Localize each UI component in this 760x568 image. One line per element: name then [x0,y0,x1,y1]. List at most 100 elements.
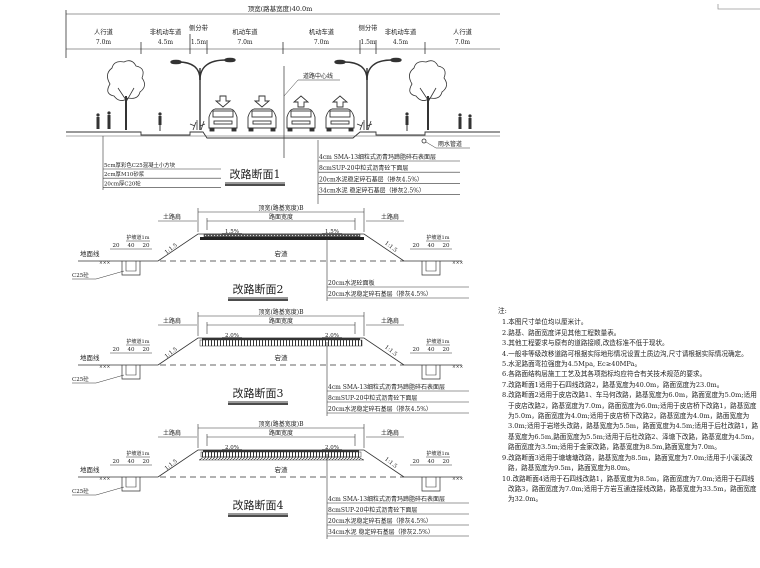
section-1-title: 改路断面1 [230,167,281,181]
section-1: 顶宽(路基宽度)40.0m 人行道7.0m非机动车道4.5m侧分带1.5m机动车… [65,4,500,204]
note-item: 1.本图尺寸单位均以厘米计。 [502,318,588,327]
section4-ditch-dim-right-1: 40 [428,459,435,465]
section4-layer-0: 4cm SMA-13细粒式沥青玛蹄脂碎石表面层 [328,495,445,503]
road-layer-0: 4cm SMA-13细粒式沥青玛蹄脂碎石表面层 [319,153,436,161]
lane-name-0: 人行道 [94,27,114,36]
street-lamp-icon [170,57,236,130]
section2-fill-label: 宕渣 [275,249,289,258]
lane-width-7: 7.0m [455,39,471,46]
note-item: 5.水泥路面弯拉强度为4.5Mpa, Ec≥40MPa。 [502,360,642,369]
note-item: 10.改路断面4适用于石四线改路1，路基宽度为8.5m，路面宽度为7.0m;适用… [502,474,757,504]
section2-layer-1: 20cm水泥稳定碎石基层（掺灰4.5%） [328,290,432,298]
section4-slope-left: 2.0% [225,445,239,451]
note-item: 9.改路断面3适用于塘塘塘改路，路基宽度为8.5m，路面宽度为7.0m;适用于小… [502,453,753,473]
sidewalk-layer-0: 5cm厚彩色C25混凝土小方块 [104,161,176,169]
section3-slope-left: 2.0% [225,333,239,339]
section2-ditch-dim-left-1: 40 [128,243,135,249]
section2-title: 改路断面2 [233,282,284,296]
street-lamp-icon [334,57,402,130]
arrow-up-icon [331,95,349,108]
note-item: 6.各路面结构层施工工艺及其各项指标均应符合有关技术规范的要求。 [502,370,707,379]
section4-berm-label-left: 护坡道1m [127,450,150,457]
frame-corner-mark [717,4,760,10]
car-icon [286,108,316,132]
section3-layer-2: 20cm水泥稳定碎石基层（掺灰4.5%） [328,405,432,413]
section3-ground-label: 地面线 [80,353,100,362]
section2-layer-0: 20cm水泥砼面板 [328,279,375,287]
lane-name-1: 非机动车道 [150,27,182,36]
lane-name-4: 机动车道 [309,27,335,36]
sidewalk-layer-1: 2cm厚M10砂浆 [104,170,145,178]
road-surface-line [66,131,500,139]
note-item: 2.路基、路面宽度详见其他工程数量表。 [502,328,621,337]
drain-pipe-icon [421,138,427,144]
section2-ditch-dim-right-2: 20 [443,243,450,249]
cyclist-icon [158,112,409,131]
car-icon [247,108,277,132]
section2-top-width-label: 顶宽(路基宽度)B [258,204,304,212]
road-layer-1: 8cmSUP-20中粒式沥青砼下面层 [319,164,408,172]
ditch-right [421,365,441,380]
lane-name-7: 人行道 [453,27,473,36]
notes-panel: 注: 1.本图尺寸单位均以厘米计。2.路基、路面宽度详见其他工程数量表。 3.其他… [498,306,760,505]
lane-width-0: 7.0m [96,39,112,46]
section2-shoulder-left: 土路肩 [163,213,181,221]
section4-ditch-dim-left-1: 40 [128,459,135,465]
arrow-down-icon [253,95,271,108]
section4-pavement-width-label: 路面宽度 [269,429,293,437]
section3-ditch-dim-left-1: 40 [128,347,135,353]
tree-icon [107,60,145,130]
notes-heading: 注: [498,307,507,315]
section2-ground-label: 地面线 [80,249,100,258]
section2-ditch-dim-right-0: 20 [413,243,420,249]
note-item: 3.其他工程要求与原有的道路接顺,改造标准不低于现状。 [502,339,669,348]
section3-berm-label-left: 护坡道1m [127,338,150,345]
section3-ground-mark-left: ××× [99,364,111,370]
section3-ditch-dim-left-2: 20 [143,347,150,353]
lane-width-1: 4.5m [158,39,174,46]
car-icon [208,108,238,132]
section2-side-slope-left: 1:1.5 [164,242,179,256]
road-layer-2: 20cm水泥稳定碎石基层（掺灰4.5%） [319,175,423,183]
section2-berm-label-right: 护坡道1m [427,234,450,241]
section4-concrete-label: C25砼 [72,487,89,495]
ditch-left [121,261,141,276]
section2-concrete-label: C25砼 [72,271,89,279]
section2-pavement-width-label: 路面宽度 [269,213,293,221]
section2-slope-right: 1.5% [325,229,339,235]
sidewalk-layer-2: 20cm厚C20砼 [104,179,141,187]
section3-layer-1: 8cmSUP-20中粒式沥青砼下面层 [328,394,417,402]
section4-ditch-dim-left-2: 20 [143,459,150,465]
section3-concrete-label: C25砼 [72,375,89,383]
section4-title: 改路断面4 [233,498,284,512]
lane-name-5: 侧分带 [359,23,378,32]
section4-ditch-dim-right-2: 20 [443,459,450,465]
section2-ground-mark-right: ××× [452,260,464,266]
arrow-up-icon [292,95,310,108]
section4-shoulder-left: 土路肩 [163,429,181,437]
arrow-down-icon [214,95,232,108]
section4-ditch-dim-right-0: 20 [413,459,420,465]
section2-ditch-dim-right-1: 40 [428,243,435,249]
shrub-icon [189,120,373,131]
pedestrian-icon [96,111,472,129]
section2-ground-mark-left: ××× [99,260,111,266]
section2-shoulder-right: 土路肩 [381,213,399,221]
section4-shoulder-right: 土路肩 [381,429,399,437]
section4-ground-mark-right: ××× [452,476,464,482]
section3-shoulder-right: 土路肩 [381,317,399,325]
section3-title: 改路断面3 [233,386,284,400]
car-icon [325,108,355,132]
section3-ground-mark-right: ××× [452,364,464,370]
lane-width-4: 7.0m [314,39,330,46]
section4-side-slope-left: 1:1.5 [164,458,179,472]
section3-ditch-dim-right-1: 40 [428,347,435,353]
section3-fill-label: 宕渣 [275,353,289,362]
ditch-right [421,477,441,492]
section4-slope-right: 2.0% [325,445,339,451]
lane-width-5: 1.5m [360,39,376,46]
section3-slope-right: 2.0% [325,333,339,339]
section4-ditch-dim-left-0: 20 [113,459,120,465]
lane-width-2: 1.5m [191,39,207,46]
